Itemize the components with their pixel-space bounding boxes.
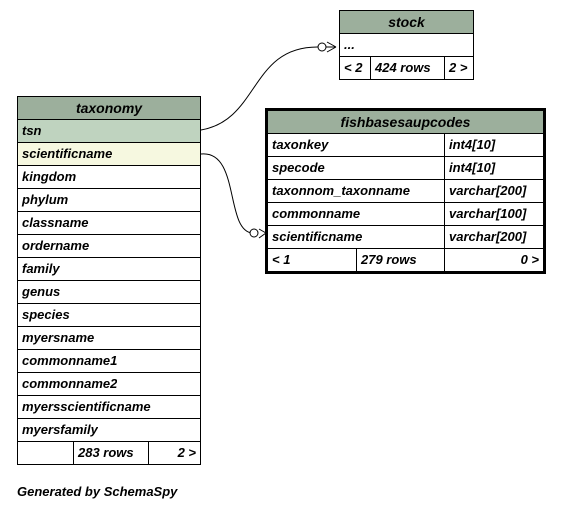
taxonomy-column-row[interactable]: myersfamily — [18, 419, 200, 442]
taxonomy-column-row[interactable]: family — [18, 258, 200, 281]
taxonomy-column-row[interactable]: ordername — [18, 235, 200, 258]
column-type: varchar[100] — [444, 203, 543, 225]
tsn-to-stock-link — [200, 46, 321, 131]
taxonomy-footer: 283 rows 2 > — [18, 442, 200, 464]
column-name: myersfamily — [22, 422, 98, 437]
column-name: ordername — [22, 238, 90, 253]
column-name: family — [22, 261, 60, 276]
stock-table-header[interactable]: stock — [340, 11, 473, 34]
fishbasesaupcodes-column-row[interactable]: specode int4[10] — [268, 157, 543, 180]
column-name: kingdom — [22, 169, 77, 184]
scientificname-link — [200, 153, 253, 234]
stock-parents-link[interactable]: < 2 — [344, 60, 363, 75]
fishbasesaupcodes-children-link[interactable]: 0 > — [444, 249, 543, 271]
column-name: specode — [272, 160, 325, 175]
taxonomy-column-row[interactable]: scientificname — [18, 143, 200, 166]
column-name: species — [22, 307, 70, 322]
taxonomy-children-link[interactable]: 2 > — [148, 442, 200, 464]
column-type: varchar[200] — [444, 180, 543, 202]
fishbasesaupcodes-table[interactable]: fishbasesaupcodes taxonkey int4[10] spec… — [265, 108, 546, 274]
taxonomy-table[interactable]: taxonomy tsn scientificname kingdom phyl… — [17, 96, 201, 465]
column-name: scientificname — [22, 146, 113, 161]
scientificname-link-circle — [249, 228, 259, 238]
scientificname-link-crowfoot — [258, 228, 267, 239]
taxonomy-column-row[interactable]: phylum — [18, 189, 200, 212]
stock-link-crowfoot — [326, 41, 337, 53]
taxonomy-table-header[interactable]: taxonomy — [18, 97, 200, 120]
stock-link-circle — [317, 42, 327, 52]
fishbasesaupcodes-row-count: 279 rows — [356, 249, 444, 271]
stock-row-count: 424 rows — [370, 57, 444, 79]
column-name: myersname — [22, 330, 95, 345]
stock-children-link[interactable]: 2 > — [444, 57, 473, 79]
fishbasesaupcodes-footer: < 1 279 rows 0 > — [268, 249, 543, 271]
column-type: varchar[200] — [444, 226, 543, 248]
taxonomy-column-row[interactable]: classname — [18, 212, 200, 235]
taxonomy-parents-link — [18, 442, 73, 464]
taxonomy-column-row[interactable]: genus — [18, 281, 200, 304]
fishbasesaupcodes-column-row[interactable]: scientificname varchar[200] — [268, 226, 543, 249]
column-name: phylum — [22, 192, 69, 207]
column-name: taxonnom_taxonname — [272, 183, 410, 198]
fishbasesaupcodes-parents-link[interactable]: < 1 — [272, 252, 291, 267]
taxonomy-column-row[interactable]: species — [18, 304, 200, 327]
stock-ellipsis: ... — [344, 37, 355, 52]
column-name: commonname2 — [22, 376, 118, 391]
stock-row-ellipsis: ... — [340, 34, 473, 57]
taxonomy-column-row[interactable]: kingdom — [18, 166, 200, 189]
generated-by-label: Generated by SchemaSpy — [17, 484, 178, 499]
fishbasesaupcodes-column-row[interactable]: taxonkey int4[10] — [268, 134, 543, 157]
stock-footer: < 2 424 rows 2 > — [340, 57, 473, 79]
column-name: scientificname — [272, 229, 363, 244]
column-name: commonname1 — [22, 353, 118, 368]
taxonomy-column-row[interactable]: commonname1 — [18, 350, 200, 373]
column-name: tsn — [22, 123, 42, 138]
column-name: classname — [22, 215, 89, 230]
column-name: commonname — [272, 206, 361, 221]
taxonomy-column-row[interactable]: myersname — [18, 327, 200, 350]
column-type: int4[10] — [444, 134, 543, 156]
taxonomy-column-row[interactable]: commonname2 — [18, 373, 200, 396]
taxonomy-row-count: 283 rows — [73, 442, 148, 464]
taxonomy-column-row[interactable]: tsn — [18, 120, 200, 143]
column-type: int4[10] — [444, 157, 543, 179]
fishbasesaupcodes-table-header[interactable]: fishbasesaupcodes — [268, 111, 543, 134]
fishbasesaupcodes-column-row[interactable]: taxonnom_taxonname varchar[200] — [268, 180, 543, 203]
column-name: genus — [22, 284, 61, 299]
column-name: myersscientificname — [22, 399, 151, 414]
taxonomy-column-row[interactable]: myersscientificname — [18, 396, 200, 419]
column-name: taxonkey — [272, 137, 329, 152]
fishbasesaupcodes-column-row[interactable]: commonname varchar[100] — [268, 203, 543, 226]
stock-table[interactable]: stock ... < 2 424 rows 2 > — [339, 10, 474, 80]
